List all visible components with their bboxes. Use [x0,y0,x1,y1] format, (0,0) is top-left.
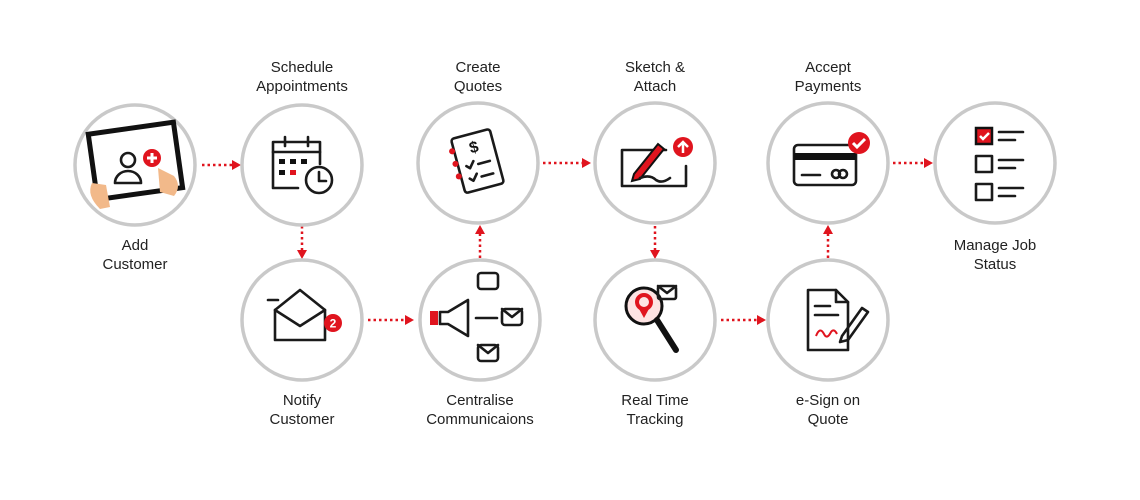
step-add-customer: Add Customer [73,103,197,273]
arrow-notify-to-centralise [368,315,414,325]
step-manage-job-status: Manage Job Status [933,101,1057,273]
step-label-line1: Sketch & [625,59,685,76]
step-sketch-attach: Sketch & Attach [593,59,717,225]
step-label-line2: Quote [808,411,849,428]
step-circle [240,103,364,227]
step-label-line2: Customer [269,411,334,428]
step-centralise-communications: Centralise Communicaions [418,258,542,428]
step-label-line1: Notify [283,392,322,409]
step-circle [933,101,1057,225]
document-signature-icon [806,288,870,352]
arrows [202,158,933,325]
envelope-notification-icon: 2 [266,288,342,342]
notepad-dollar-icon: $ [449,128,505,194]
step-label-line1: Schedule [271,59,334,76]
step-schedule-appointments: Schedule Appointments [240,59,364,227]
credit-card-check-icon [792,132,870,187]
step-label-line2: Status [974,256,1017,273]
notification-badge: 2 [330,317,337,331]
step-label-line2: Attach [634,78,677,95]
calendar-clock-icon [271,135,334,195]
step-circle [766,258,890,382]
step-create-quotes: Create Quotes $ [416,59,540,225]
step-label-line1: Real Time [621,392,689,409]
step-label-line2: Quotes [454,78,502,95]
arrow-tracking-to-esign [721,315,766,325]
arrow-esign-to-payments [823,225,833,258]
step-circle [240,258,364,382]
checklist-icon [974,126,1025,202]
step-real-time-tracking: Real Time Tracking [593,258,717,428]
step-circle [766,101,890,225]
arrow-add-to-schedule [202,160,241,170]
magnifier-location-icon [624,284,679,353]
step-label-line1: Accept [805,59,852,76]
step-label-line2: Customer [102,256,167,273]
arrow-sketch-to-tracking [650,226,660,259]
step-label-line1: e-Sign on [796,392,860,409]
step-label-line2: Appointments [256,78,348,95]
step-circle [593,101,717,225]
step-label-line2: Payments [795,78,862,95]
step-label-line1: Add [122,237,149,254]
dollar-symbol: $ [467,139,480,158]
step-e-sign-quote: e-Sign on Quote [766,258,890,428]
step-label-line1: Manage Job [954,237,1037,254]
tablet-add-user-icon [85,119,186,209]
arrow-payments-to-status [893,158,933,168]
megaphone-messages-icon [430,271,524,363]
arrow-centralise-to-quotes [475,225,485,258]
step-accept-payments: Accept Payments [766,59,890,225]
arrow-schedule-to-notify [297,226,307,259]
step-label-line2: Communicaions [426,411,534,428]
pen-upload-icon [620,137,693,188]
step-label-line1: Create [455,59,500,76]
step-label-line2: Tracking [627,411,684,428]
step-notify-customer: 2 Notify Customer [240,258,364,428]
step-label-line1: Centralise [446,392,514,409]
step-circle [418,258,542,382]
arrow-quotes-to-sketch [543,158,591,168]
